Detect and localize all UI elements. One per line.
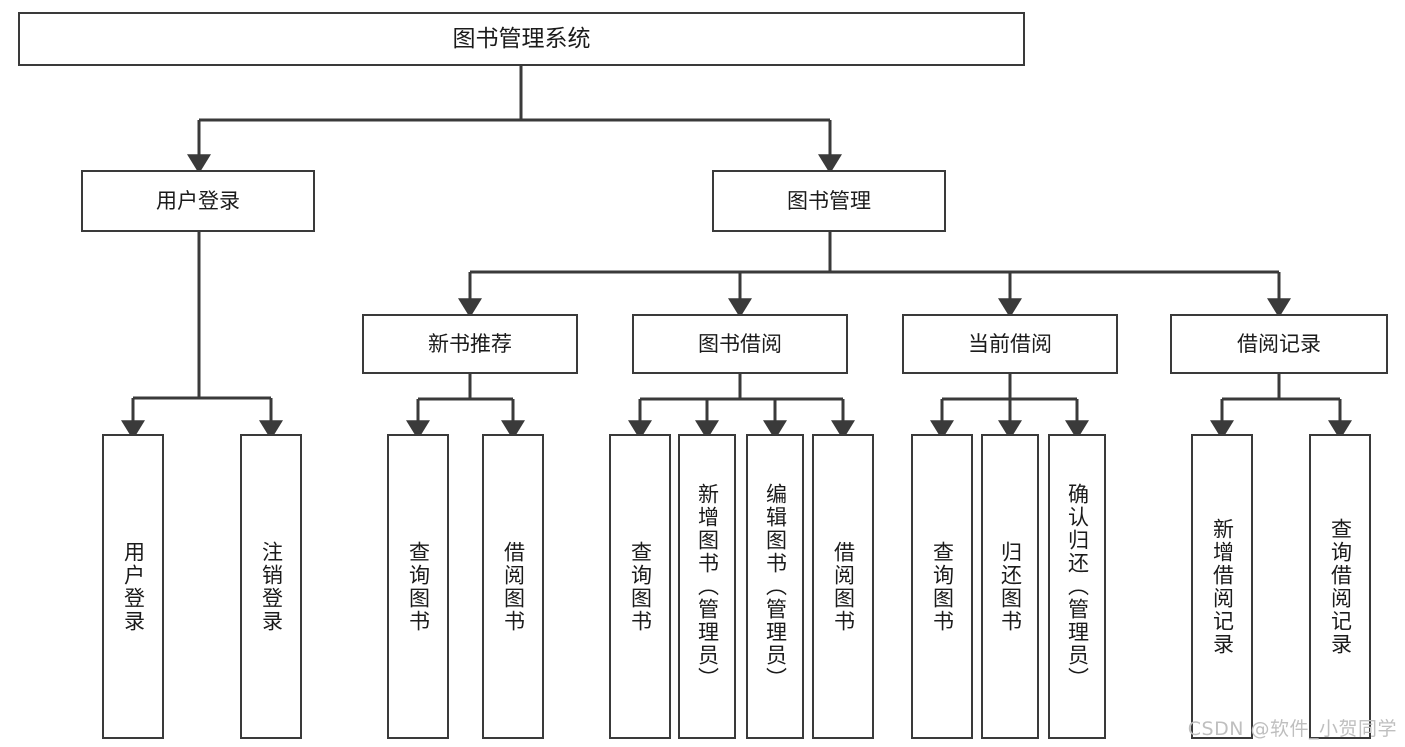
node-leaf-user-login-label: 用户登录 <box>121 540 146 633</box>
node-leaf-add-book[interactable]: 新增图书（管理员） <box>678 434 736 739</box>
node-leaf-query-book-2-label: 查询图书 <box>628 540 653 633</box>
node-new-book-recommend[interactable]: 新书推荐 <box>362 314 578 374</box>
node-leaf-query-book-1-label: 查询图书 <box>406 540 431 633</box>
node-leaf-logout-login[interactable]: 注销登录 <box>240 434 302 739</box>
node-leaf-edit-book[interactable]: 编辑图书（管理员） <box>746 434 804 739</box>
node-borrow-record-label: 借阅记录 <box>1237 331 1321 356</box>
node-new-book-recommend-label: 新书推荐 <box>428 331 512 356</box>
node-leaf-confirm-return-label: 确认归还（管理员） <box>1065 483 1090 690</box>
node-borrow-record[interactable]: 借阅记录 <box>1170 314 1388 374</box>
node-leaf-add-book-label: 新增图书（管理员） <box>695 483 720 690</box>
node-leaf-edit-book-label: 编辑图书（管理员） <box>763 483 788 690</box>
node-leaf-borrow-book-2[interactable]: 借阅图书 <box>812 434 874 739</box>
node-leaf-borrow-book-1-label: 借阅图书 <box>501 540 526 633</box>
node-leaf-add-record[interactable]: 新增借阅记录 <box>1191 434 1253 739</box>
node-leaf-query-book-2[interactable]: 查询图书 <box>609 434 671 739</box>
node-user-login-label: 用户登录 <box>156 188 240 213</box>
node-leaf-return-book[interactable]: 归还图书 <box>981 434 1039 739</box>
node-leaf-borrow-book-2-label: 借阅图书 <box>831 540 856 633</box>
node-root-label: 图书管理系统 <box>452 25 591 52</box>
node-root[interactable]: 图书管理系统 <box>18 12 1025 66</box>
node-book-borrow[interactable]: 图书借阅 <box>632 314 848 374</box>
node-leaf-query-book-3-label: 查询图书 <box>930 540 955 633</box>
node-leaf-add-record-label: 新增借阅记录 <box>1210 517 1235 656</box>
watermark-text: CSDN @软件_小贺同学 <box>1187 718 1397 740</box>
node-leaf-confirm-return[interactable]: 确认归还（管理员） <box>1048 434 1106 739</box>
node-leaf-borrow-book-1[interactable]: 借阅图书 <box>482 434 544 739</box>
node-user-login[interactable]: 用户登录 <box>81 170 315 232</box>
node-book-manage-label: 图书管理 <box>787 188 871 213</box>
node-leaf-user-login[interactable]: 用户登录 <box>102 434 164 739</box>
node-leaf-query-book-1[interactable]: 查询图书 <box>387 434 449 739</box>
node-leaf-logout-login-label: 注销登录 <box>259 540 284 633</box>
node-leaf-query-record[interactable]: 查询借阅记录 <box>1309 434 1371 739</box>
node-current-borrow[interactable]: 当前借阅 <box>902 314 1118 374</box>
node-leaf-query-record-label: 查询借阅记录 <box>1328 517 1353 656</box>
node-current-borrow-label: 当前借阅 <box>968 331 1052 356</box>
node-book-borrow-label: 图书借阅 <box>698 331 782 356</box>
node-leaf-query-book-3[interactable]: 查询图书 <box>911 434 973 739</box>
node-leaf-return-book-label: 归还图书 <box>998 540 1023 633</box>
node-book-manage[interactable]: 图书管理 <box>712 170 946 232</box>
